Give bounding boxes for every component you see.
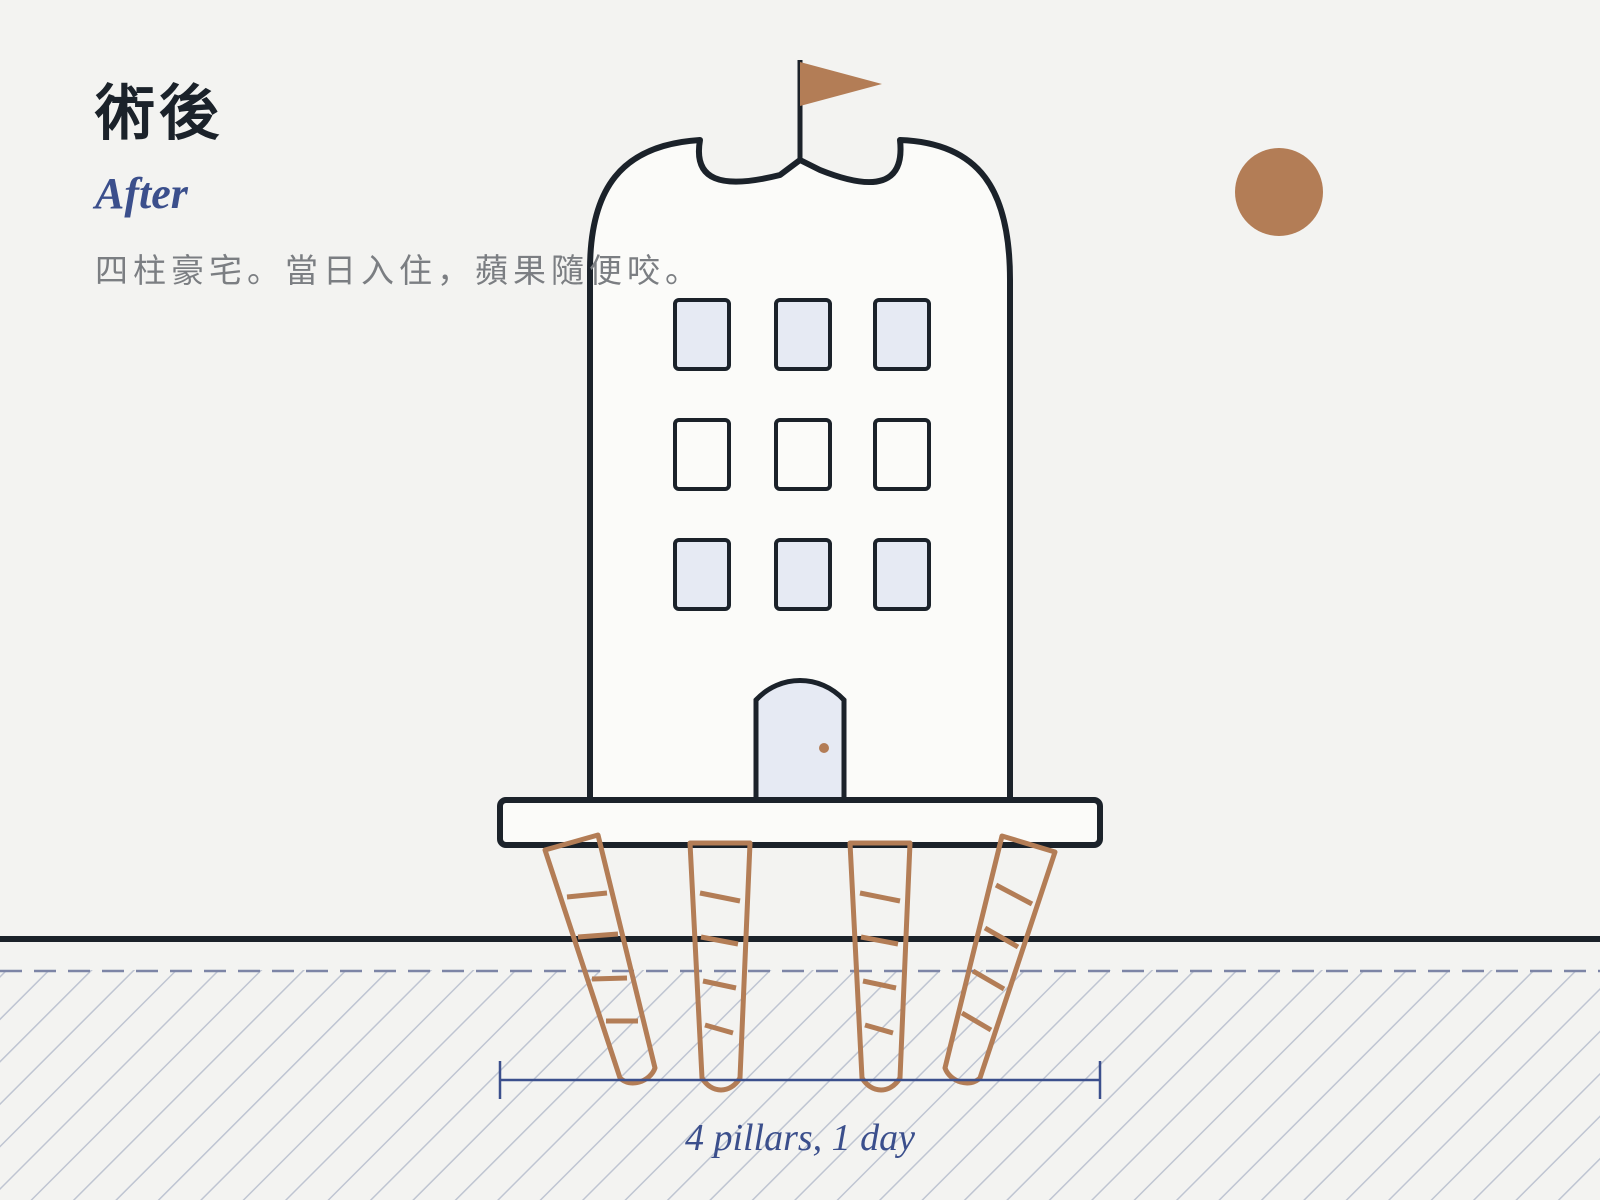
window: [673, 418, 731, 491]
window: [873, 418, 931, 491]
window: [673, 298, 731, 371]
implant-pillar-4: [942, 833, 1058, 1086]
window: [774, 538, 832, 611]
window: [873, 538, 931, 611]
base-platform: [497, 797, 1103, 848]
pillar-implants: [542, 832, 1058, 1093]
dimension-line: [498, 1061, 1102, 1099]
window: [774, 418, 832, 491]
dimension-label: 4 pillars, 1 day: [685, 1117, 915, 1159]
flag-icon: [797, 60, 882, 160]
title-en: After: [95, 169, 188, 218]
ground-hatch: [0, 970, 1600, 1200]
caption-text: 四柱豪宅。當日入住，蘋果隨便咬。: [95, 251, 703, 290]
window: [873, 298, 931, 371]
window: [774, 298, 832, 371]
title-zh: 術後: [95, 79, 223, 149]
window-grid: [673, 298, 931, 611]
door-knob-icon: [819, 743, 829, 753]
window: [673, 538, 731, 611]
building-door: [753, 678, 847, 806]
sun-icon: [1235, 148, 1323, 236]
